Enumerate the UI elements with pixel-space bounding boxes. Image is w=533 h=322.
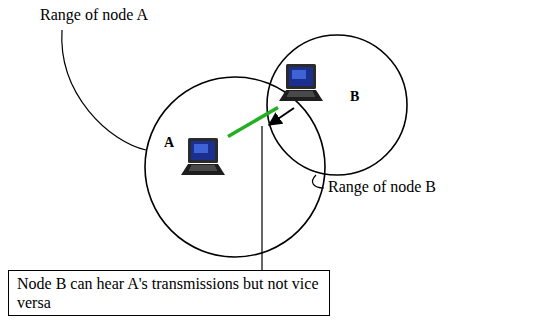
network-node: B xyxy=(278,54,366,110)
leader-line xyxy=(261,126,262,270)
link-line xyxy=(228,107,278,136)
leader-line xyxy=(62,30,146,150)
laptop-icon xyxy=(180,136,226,176)
range-label: Range of node B xyxy=(326,178,438,196)
range-circle-a xyxy=(145,77,325,257)
laptop-icon xyxy=(278,62,324,102)
range-circle-b xyxy=(267,35,407,175)
note-box: Node B can hear A's transmissions but no… xyxy=(8,270,330,316)
range-label: Range of node A xyxy=(38,6,150,24)
network-node: A xyxy=(164,128,228,182)
node-letter: A xyxy=(164,136,174,150)
leader-line xyxy=(313,175,324,188)
note-text: Node B can hear A's transmissions but no… xyxy=(17,274,321,312)
node-letter: B xyxy=(350,90,359,104)
